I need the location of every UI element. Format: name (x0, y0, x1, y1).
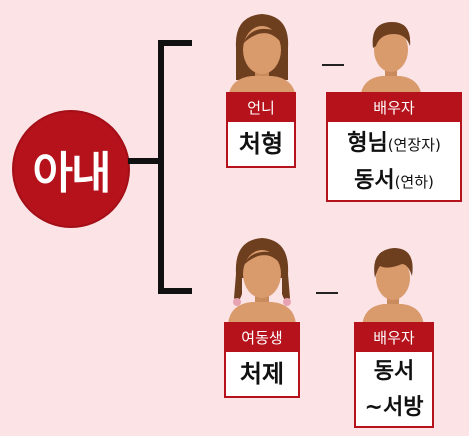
spouse-bottom-header: 배우자 (356, 324, 432, 352)
spouse-top-header: 배우자 (328, 94, 460, 122)
male-side-part-icon (362, 248, 424, 326)
spouse-top-line-2: 동서(연하) (328, 163, 460, 200)
spouse-bottom-figure (358, 240, 428, 326)
younger-sister-card: 여동생 처제 (224, 322, 300, 398)
younger-sister-figure (220, 232, 304, 324)
older-sister-figure (222, 8, 302, 98)
female-long-hair-icon (228, 14, 296, 98)
spouse-dash-top (322, 64, 344, 66)
spouse-top-term-1: 형님 (347, 131, 388, 156)
spouse-dash-bottom (316, 292, 338, 294)
younger-sister-role: 여동생 (226, 324, 298, 352)
spouse-top-line-1: 형님(연장자) (328, 126, 460, 163)
spouse-top-term-2: 동서 (354, 168, 395, 193)
older-sister-card: 언니 처형 (226, 92, 296, 168)
female-pigtails-icon (228, 238, 296, 324)
spouse-top-note-2: (연하) (394, 173, 434, 191)
spouse-bottom-card: 배우자 동서 ~서방 (354, 322, 434, 428)
bracket-bottom-arm (158, 288, 192, 294)
spouse-top-card: 배우자 형님(연장자) 동서(연하) (326, 92, 462, 202)
older-sister-role: 언니 (228, 94, 294, 122)
bracket-top-arm (158, 40, 192, 46)
spouse-bottom-line-2: ~서방 (364, 395, 424, 420)
spouse-top-figure (356, 12, 426, 98)
wife-label: 아내 (32, 148, 112, 199)
younger-sister-title: 처제 (239, 360, 285, 388)
bracket-vertical (158, 40, 164, 294)
spouse-top-note-1: (연장자) (387, 136, 441, 154)
older-sister-title: 처형 (238, 130, 284, 158)
spouse-bottom-line-1: 동서 (373, 359, 415, 384)
connector-stem (128, 158, 162, 164)
wife-circle: 아내 (14, 112, 128, 226)
male-short-hair-icon (360, 22, 422, 98)
